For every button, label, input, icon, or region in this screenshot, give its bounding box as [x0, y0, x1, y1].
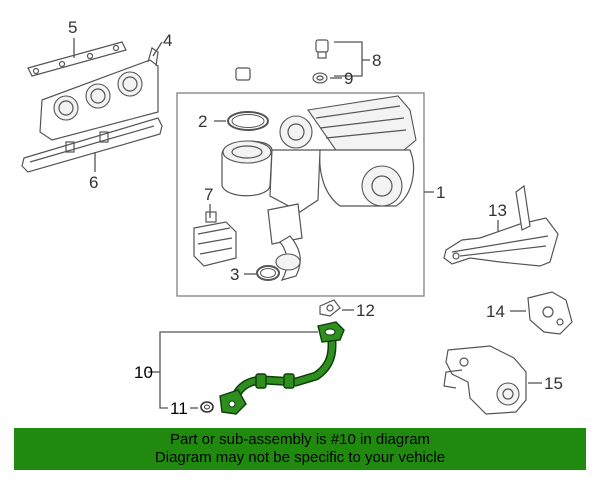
leader-4 [152, 41, 163, 57]
part-13-heatshield [443, 184, 559, 267]
label-8: 8 [372, 51, 381, 70]
label-10: 10 [134, 363, 153, 382]
part-2-oring [227, 111, 269, 131]
part-4-gasket-plate [39, 47, 159, 141]
banner-line-2: Diagram may not be specific to your vehi… [154, 449, 446, 466]
part-12-gasket [319, 299, 341, 317]
label-1: 1 [436, 183, 445, 202]
label-6: 6 [89, 173, 98, 192]
label-9: 9 [344, 69, 353, 88]
label-11: 11 [170, 399, 188, 418]
label-12: 12 [356, 301, 375, 320]
info-banner: Part or sub-assembly is #10 in diagram D… [14, 428, 586, 470]
label-3: 3 [230, 265, 239, 284]
bracket-10 [159, 331, 318, 409]
label-5: 5 [68, 18, 77, 37]
label-13: 13 [488, 201, 507, 220]
label-14: 14 [486, 302, 505, 321]
part-1-turbocharger [221, 95, 417, 281]
part-14-bracket [527, 291, 573, 335]
part-11-washer [200, 401, 214, 413]
part-10-return-pipe [219, 321, 345, 415]
part-6-shield [21, 117, 163, 173]
part-3-oring [256, 265, 280, 281]
part-7-actuator [193, 211, 237, 267]
bracket-8 [334, 41, 363, 77]
banner-line-1: Part or sub-assembly is #10 in diagram [169, 431, 431, 448]
part-8-oil-line [235, 28, 329, 81]
label-15: 15 [544, 374, 563, 393]
part-5-gasket [27, 41, 127, 77]
part-15-mount [443, 345, 527, 415]
label-4: 4 [163, 31, 172, 50]
label-2: 2 [198, 112, 207, 131]
label-7: 7 [204, 185, 213, 204]
part-9-washer [312, 72, 328, 84]
